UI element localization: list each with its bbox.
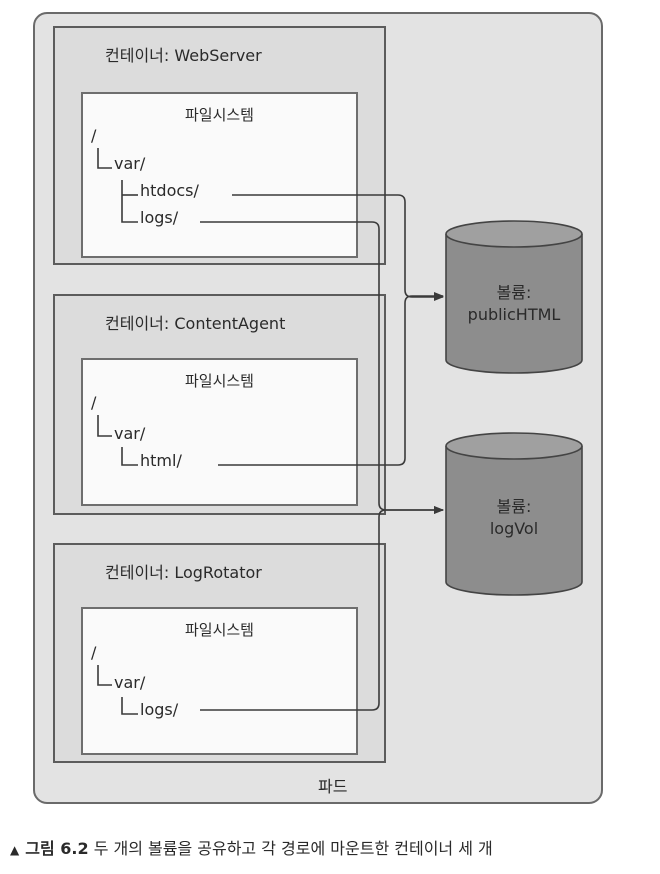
- volume-publichtml-cylinder: [445, 220, 583, 374]
- volume-logvol-label: 볼륨: logVol: [454, 496, 574, 540]
- container-webserver: 컨테이너: WebServer 파일시스템: [53, 26, 386, 265]
- filesystem-box: 파일시스템: [81, 607, 358, 755]
- filesystem-title: 파일시스템: [184, 621, 254, 639]
- volume-label: 볼륨:: [496, 497, 532, 516]
- volume-publichtml-label: 볼륨: publicHTML: [454, 282, 574, 326]
- container-title: 컨테이너: WebServer: [105, 46, 262, 65]
- tree-root: /: [91, 126, 97, 145]
- tree-elbow: [97, 665, 112, 686]
- volume-logvol-cylinder: [445, 432, 583, 596]
- volume-name: logVol: [489, 519, 539, 538]
- filesystem-box: 파일시스템: [81, 92, 358, 258]
- mount-line-logrotator-logs: [200, 506, 444, 711]
- pod-label: 파드: [318, 777, 348, 796]
- tree-logs: logs/: [140, 700, 179, 719]
- mount-line-html: [218, 292, 444, 466]
- tree-elbow: [97, 415, 112, 437]
- filesystem-title: 파일시스템: [184, 106, 254, 124]
- mount-line-webserver-logs: [200, 221, 444, 514]
- tree-elbow: [121, 697, 138, 715]
- filesystem-title: 파일시스템: [184, 372, 254, 390]
- container-title: 컨테이너: ContentAgent: [105, 314, 286, 333]
- tree-root: /: [91, 643, 97, 662]
- tree-var: var/: [114, 424, 146, 443]
- tree-var: var/: [114, 154, 146, 173]
- tree-html: html/: [140, 451, 182, 470]
- tree-elbow: [121, 447, 138, 466]
- tree-logs: logs/: [140, 208, 179, 227]
- volume-name: publicHTML: [467, 305, 561, 324]
- tree-elbow: [121, 180, 138, 223]
- figure-caption: ▲ 그림 6.2 두 개의 볼륨을 공유하고 각 경로에 마운트한 컨테이너 세 …: [10, 835, 493, 859]
- tree-var: var/: [114, 673, 146, 692]
- filesystem-box: 파일시스템: [81, 358, 358, 506]
- mount-line-htdocs: [232, 194, 444, 301]
- caption-text: 두 개의 볼륨을 공유하고 각 경로에 마운트한 컨테이너 세 개: [93, 839, 493, 858]
- volume-label: 볼륨:: [496, 283, 532, 302]
- container-contentagent: 컨테이너: ContentAgent 파일시스템: [53, 294, 386, 515]
- container-title: 컨테이너: LogRotator: [105, 563, 262, 582]
- figure-number: 그림 6.2: [25, 839, 89, 858]
- container-logrotator: 컨테이너: LogRotator 파일시스템: [53, 543, 386, 763]
- tree-root: /: [91, 393, 97, 412]
- tree-elbow: [97, 148, 112, 169]
- tree-htdocs: htdocs/: [140, 181, 199, 200]
- triangle-icon: ▲: [10, 843, 20, 857]
